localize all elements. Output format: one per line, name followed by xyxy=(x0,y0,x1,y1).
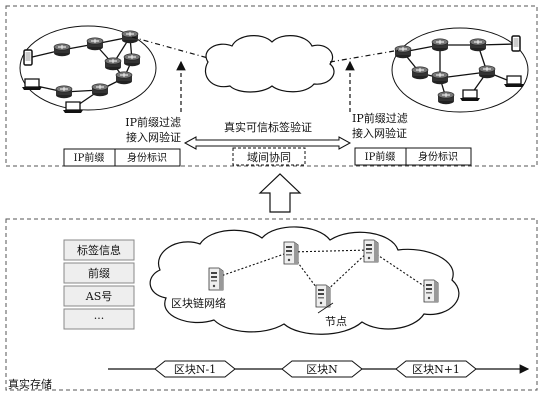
router-icon xyxy=(123,53,141,67)
router-icon xyxy=(91,83,109,97)
verification-double-arrow xyxy=(183,136,352,150)
domain-collab-box xyxy=(232,147,306,166)
server-node-icon xyxy=(208,267,224,291)
right-id-table: IP前缀 身份标识 xyxy=(354,147,472,166)
info-list-item: 前缀 xyxy=(88,266,110,280)
router-icon xyxy=(431,38,449,52)
left-id-table: IP前缀 身份标识 xyxy=(63,148,181,167)
left-network-boundary xyxy=(19,25,157,111)
router-icon xyxy=(104,57,122,71)
right-access-network xyxy=(391,27,529,113)
right-filter-line1: IP前缀过滤 xyxy=(352,111,408,125)
left-table-identity: 身份标识 xyxy=(127,151,167,164)
laptop-icon xyxy=(503,75,525,88)
domain-collab-label: 域间协同 xyxy=(247,150,291,164)
storage-label: 真实存储 xyxy=(8,377,52,391)
right-link-line xyxy=(329,49,401,63)
node-label: 节点 xyxy=(325,315,347,328)
router-icon xyxy=(411,66,429,80)
left-table-ip-prefix: IP前缀 xyxy=(74,151,105,164)
verification-label: 真实可信标签验证 xyxy=(224,120,312,134)
right-table-identity: 身份标识 xyxy=(418,150,458,163)
info-list-item: ··· xyxy=(94,312,105,325)
blockchain-cloud xyxy=(149,226,460,335)
server-node-icon xyxy=(363,239,379,263)
server-node-icon xyxy=(283,241,299,265)
server-node-icon xyxy=(315,284,331,308)
left-link-line xyxy=(131,36,209,59)
router-icon xyxy=(478,65,496,79)
laptop-icon xyxy=(459,89,481,102)
router-icon xyxy=(394,45,412,59)
block-item: 区块N+1 xyxy=(395,360,477,378)
router-icon xyxy=(53,43,71,57)
left-filter-line2: 接入网验证 xyxy=(126,130,181,144)
block-label: 区块N+1 xyxy=(412,363,460,376)
node-label-pointer xyxy=(317,302,334,314)
phone-icon xyxy=(511,35,521,52)
internet-cloud-icon xyxy=(204,35,335,93)
phone-icon xyxy=(23,49,33,66)
server-node-icon xyxy=(423,279,439,303)
laptop-icon xyxy=(21,78,43,91)
router-icon xyxy=(86,37,104,51)
router-icon xyxy=(121,30,139,44)
router-icon xyxy=(55,85,73,99)
right-table-ip-prefix: IP前缀 xyxy=(365,150,396,163)
info-list: 标签信息 前缀 AS号 ··· xyxy=(63,239,135,330)
bottom-panel xyxy=(5,218,538,391)
router-icon xyxy=(469,38,487,52)
router-icon xyxy=(431,71,449,85)
info-list-item: AS号 xyxy=(85,290,112,303)
laptop-icon xyxy=(62,101,84,114)
block-label: 区块N xyxy=(306,363,338,376)
blockchain-network-label: 区块链网络 xyxy=(171,296,226,310)
block-label: 区块N-1 xyxy=(174,363,216,376)
left-access-network xyxy=(19,25,157,114)
up-flow-arrow xyxy=(258,173,302,213)
router-icon xyxy=(437,91,455,105)
info-list-item: 标签信息 xyxy=(77,243,121,257)
right-network-boundary xyxy=(391,27,529,113)
block-item: 区块N-1 xyxy=(154,360,236,378)
top-panel xyxy=(5,5,538,167)
router-icon xyxy=(115,71,133,85)
block-item: 区块N xyxy=(281,360,363,378)
right-filter-line2: 接入网验证 xyxy=(352,126,407,140)
left-filter-line1: IP前缀过滤 xyxy=(125,115,181,129)
